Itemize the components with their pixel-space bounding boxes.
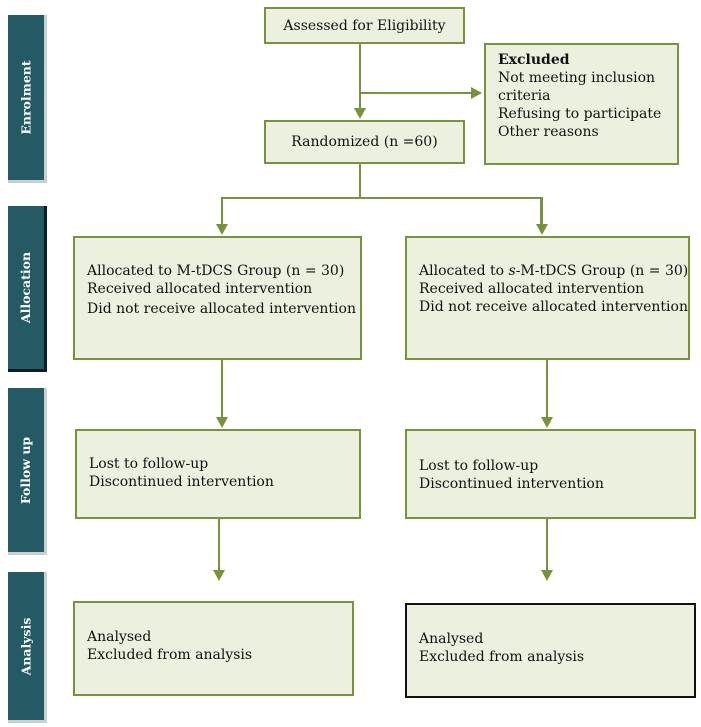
left-allocation-group: Allocated to M-tDCS Group (n = 30) [87,263,345,279]
connector-line [546,360,548,417]
arrow-down-icon [213,570,225,581]
arrow-down-icon [216,417,228,428]
right-analysis-analysed: Analysed [419,631,484,647]
left-follow-up-discontinued: Discontinued intervention [89,474,274,490]
excluded-line: criteria [498,88,551,104]
connector-line [360,92,472,94]
randomized-text: Randomized (n =60) [291,134,438,150]
connector-line [359,164,361,199]
assessed-text: Assessed for Eligibility [283,17,446,34]
left-analysis-excluded: Excluded from analysis [87,647,253,663]
excluded-title: Excluded [498,52,570,68]
stage-label-analysis: Analysis [18,617,34,675]
excluded-line: Other reasons [498,124,599,140]
right-follow-up-box: Lost to follow-up Discontinued intervent… [405,429,696,519]
connector-line [221,197,223,224]
connector-line [359,44,361,108]
right-allocation-group-prefix: Allocated to [419,263,509,279]
left-allocation-received: Received allocated intervention [87,281,313,297]
left-analysis-box: Analysed Excluded from analysis [73,601,354,696]
connector-line [546,519,548,570]
right-allocation-not-received: Did not receive allocated intervention [419,299,688,315]
left-allocation-box: Allocated to M-tDCS Group (n = 30) Recei… [73,236,362,360]
connector-line [221,197,542,199]
excluded-box: Excluded Not meeting inclusion criteria … [484,43,679,165]
stage-tab-enrolment: Enrolment [8,15,47,183]
connector-line [218,519,220,570]
connector-line [540,197,543,224]
arrow-down-icon [541,570,553,581]
right-allocation-received: Received allocated intervention [419,281,645,297]
assessed-box: Assessed for Eligibility [264,7,465,44]
excluded-line: Not meeting inclusion [498,70,656,86]
stage-tab-follow-up: Follow up [8,388,47,555]
excluded-line: Refusing to participate [498,106,662,122]
arrow-down-icon [536,224,548,235]
left-allocation-not-received: Did not receive allocated intervention [87,301,356,317]
arrow-down-icon [354,108,366,119]
right-allocation-group-rest: -M-tDCS Group (n = 30) [515,263,689,279]
stage-label-allocation: Allocation [18,251,34,324]
randomized-box: Randomized (n =60) [264,120,465,164]
right-follow-up-lost: Lost to follow-up [419,458,539,474]
right-allocation-box: Allocated to s-M-tDCS Group (n = 30) Rec… [405,236,690,360]
stage-tab-analysis: Analysis [8,572,47,723]
right-allocation-group: Allocated to s-M-tDCS Group (n = 30) [419,262,688,280]
stage-label-enrolment: Enrolment [18,60,34,135]
connector-line [221,360,223,417]
arrow-down-icon [216,224,228,235]
right-allocation-group-italic: s [508,263,516,279]
left-analysis-analysed: Analysed [87,629,152,645]
stage-tab-allocation: Allocation [8,206,47,372]
arrow-down-icon [541,417,553,428]
stage-label-follow-up: Follow up [18,436,34,504]
left-follow-up-box: Lost to follow-up Discontinued intervent… [75,429,361,519]
right-analysis-box: Analysed Excluded from analysis [405,603,696,698]
right-analysis-excluded: Excluded from analysis [419,649,585,665]
right-follow-up-discontinued: Discontinued intervention [419,476,604,492]
left-follow-up-lost: Lost to follow-up [89,456,209,472]
arrow-right-icon [471,87,482,99]
